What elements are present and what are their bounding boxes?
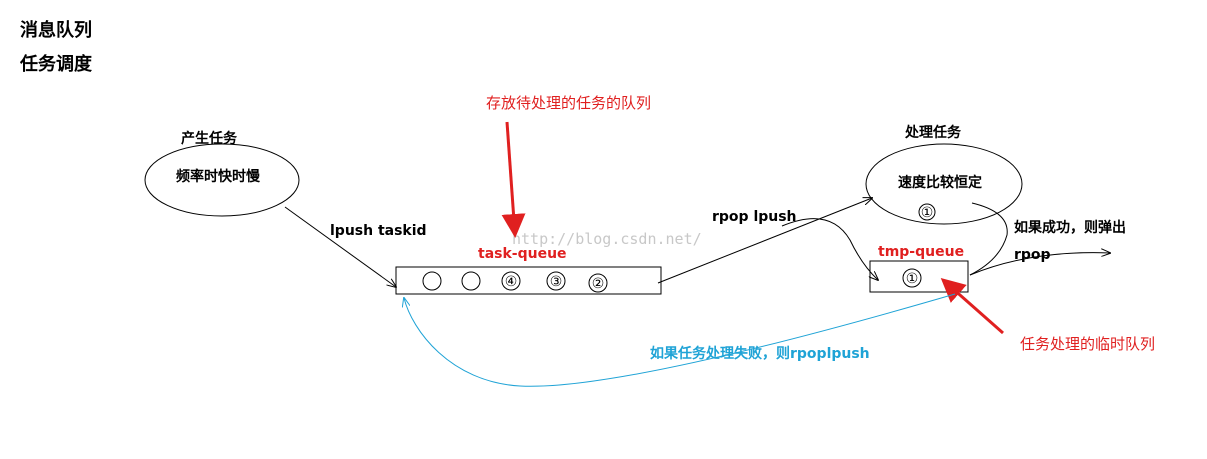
consumer-label: 速度比较恒定 bbox=[898, 174, 982, 191]
task-queue-name: task-queue bbox=[478, 246, 567, 262]
consumer-slot bbox=[918, 203, 936, 221]
task-queue-item-3: ③ bbox=[550, 274, 563, 290]
watermark-text: http://blog.csdn.net/ bbox=[512, 230, 702, 248]
task-queue-slot-empty bbox=[422, 271, 442, 291]
task-queue-slot-empty bbox=[461, 271, 481, 291]
tmp-queue-box bbox=[869, 260, 969, 293]
rpop-lpush-label: rpop lpush bbox=[712, 209, 797, 225]
producer-label: 频率时快时慢 bbox=[176, 168, 261, 185]
producer-title: 产生任务 bbox=[181, 130, 238, 147]
heading-message-queue: 消息队列 bbox=[20, 20, 92, 41]
rpop-lpush-edge bbox=[657, 198, 872, 284]
success-curve bbox=[969, 202, 1008, 276]
task-queue-slot-3 bbox=[546, 271, 566, 291]
task-queue-item-2: ② bbox=[592, 276, 605, 292]
tmp-queue-slot bbox=[902, 268, 922, 288]
fail-return-edge bbox=[404, 293, 956, 387]
tmp-queue-note-arrow bbox=[940, 278, 1004, 335]
lpush-label: lpush taskid bbox=[330, 223, 427, 239]
task-queue-slot-2 bbox=[588, 273, 608, 293]
producer-ellipse bbox=[144, 143, 300, 217]
task-queue-note-arrow bbox=[501, 121, 526, 238]
tmp-queue-note: 任务处理的临时队列 bbox=[1020, 335, 1155, 353]
rpop-label: rpop bbox=[1014, 247, 1051, 263]
consumer-ellipse bbox=[865, 143, 1023, 225]
fail-label: 如果任务处理失败，则rpoplpush bbox=[650, 345, 870, 362]
task-queue-slot-4 bbox=[501, 271, 521, 291]
task-queue-item-4: ④ bbox=[505, 274, 518, 290]
consumer-title: 处理任务 bbox=[904, 124, 962, 141]
lpush-to-tmp-edge bbox=[781, 218, 878, 280]
task-queue-slots: ④ ③ ② bbox=[422, 271, 608, 293]
success-label: 如果成功，则弹出 bbox=[1014, 219, 1126, 236]
heading-task-scheduling: 任务调度 bbox=[20, 54, 92, 75]
lpush-edge bbox=[284, 206, 396, 287]
rpop-edge bbox=[969, 253, 1110, 276]
tmp-queue-name: tmp-queue bbox=[878, 244, 964, 260]
tmp-queue-item: ① bbox=[906, 271, 919, 287]
task-queue-note: 存放待处理的任务的队列 bbox=[486, 94, 651, 112]
consumer-item: ① bbox=[921, 205, 934, 221]
task-queue-box bbox=[395, 266, 662, 295]
